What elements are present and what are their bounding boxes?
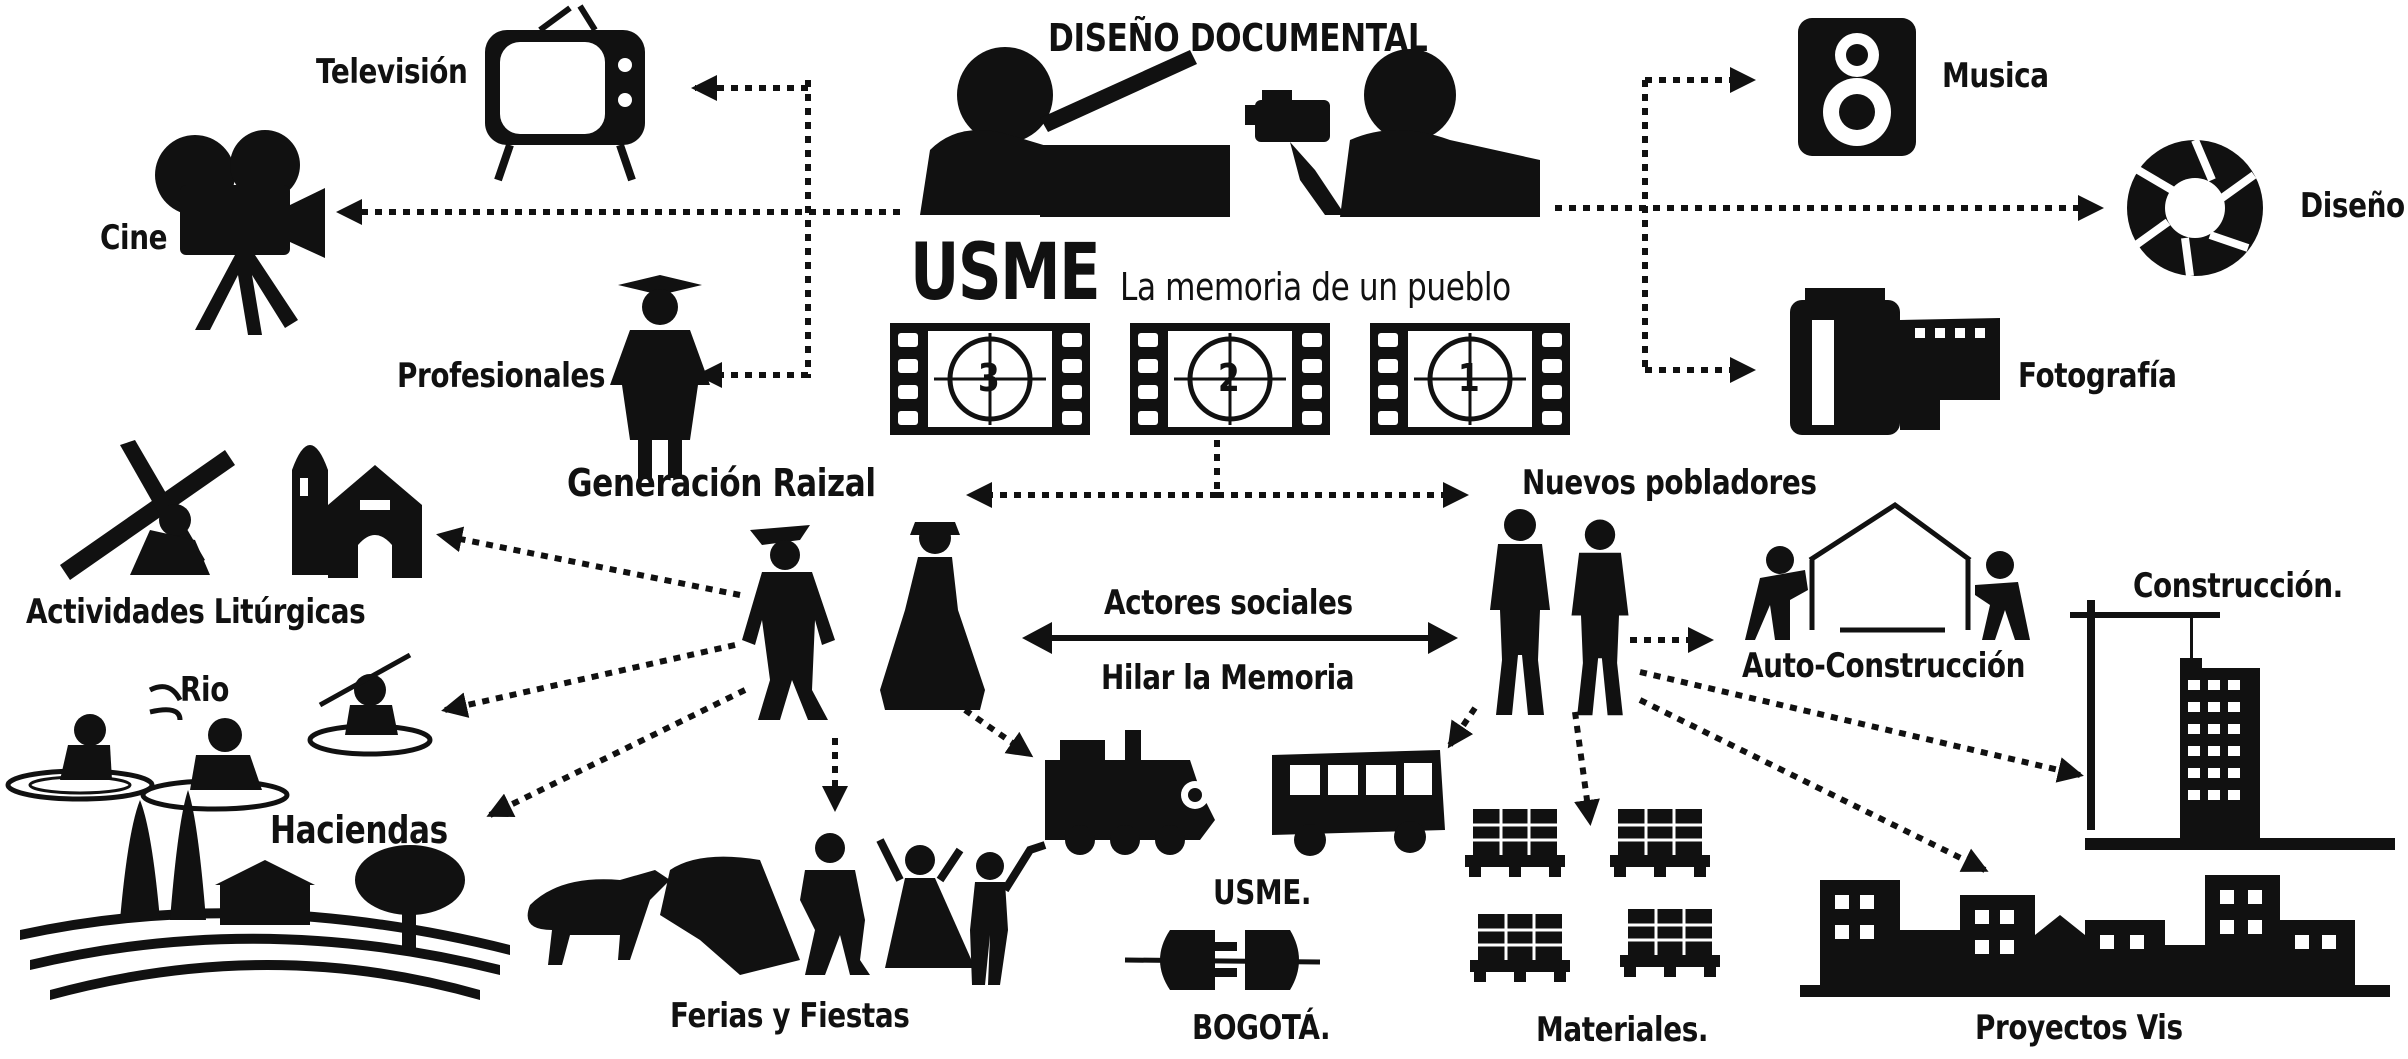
self-construction-icon — [1745, 501, 2030, 640]
label-ferias-fiestas: Ferias y Fiestas — [670, 996, 910, 1036]
label-fotografia: Fotografía — [2018, 356, 2177, 396]
housing-projects-skyline-icon — [1800, 875, 2390, 997]
label-rio: Rio — [180, 670, 229, 710]
aperture-design-icon — [2127, 138, 2263, 277]
church-icon — [292, 445, 422, 578]
camera-operator-icon — [1245, 49, 1540, 217]
label-usme-connection: USME. — [1213, 873, 1312, 913]
countdown-digit-3: 3 — [978, 356, 1000, 400]
label-bogota-connection: BOGOTÁ. — [1192, 1008, 1331, 1048]
label-auto-construccion: Auto-Construcción — [1742, 646, 2026, 686]
label-nuevos-pobladores: Nuevos pobladores — [1522, 463, 1817, 503]
label-generacion-raizal: Generación Raizal — [567, 461, 876, 505]
river-swimmers-icon — [5, 652, 433, 812]
title-diseno-documental: DISEÑO DOCUMENTAL — [1048, 16, 1428, 60]
director-clapper-icon — [920, 47, 1230, 217]
cross-bearer-icon — [60, 440, 235, 580]
label-construccion: Construcción. — [2133, 566, 2343, 606]
label-television: Televisión — [316, 52, 468, 92]
label-actividades-liturgicas: Actividades Litúrgicas — [26, 592, 366, 632]
countdown-digit-1: 1 — [1458, 356, 1480, 400]
construction-crane-icon — [2070, 600, 2395, 850]
materials-pallets-icon — [1463, 807, 1722, 984]
label-diseno: Diseño — [2300, 186, 2405, 226]
movie-camera-icon — [155, 130, 325, 335]
label-haciendas: Haciendas — [270, 808, 448, 852]
film-roll-icon — [1790, 288, 2000, 435]
label-materiales: Materiales. — [1536, 1010, 1709, 1050]
connector-lines — [336, 67, 2104, 873]
actors-double-arrow — [1022, 622, 1458, 654]
label-cine: Cine — [100, 218, 168, 258]
usme-title: USME — [910, 228, 1101, 318]
label-musica: Musica — [1942, 56, 2049, 96]
graduate-icon — [610, 275, 710, 478]
steam-train-icon — [1045, 730, 1215, 855]
dancers-icon — [876, 838, 1047, 985]
raizal-couple-icon — [742, 522, 985, 720]
label-proyectos-vis: Proyectos Vis — [1975, 1008, 2183, 1048]
television-icon — [485, 4, 645, 182]
label-actores-sociales: Actores sociales — [1104, 583, 1353, 623]
speaker-music-icon — [1798, 18, 1916, 156]
subtitle-memoria: La memoria de un pueblo — [1120, 265, 1511, 309]
plug-connection-icon — [1124, 930, 1321, 990]
bullfight-icon — [527, 833, 870, 975]
new-settlers-couple-icon — [1490, 509, 1629, 716]
hacienda-landscape-icon — [20, 790, 510, 1000]
bus-icon — [1272, 750, 1445, 856]
label-hilar-memoria: Hilar la Memoria — [1101, 658, 1355, 698]
label-profesionales: Profesionales — [397, 356, 606, 396]
countdown-digit-2: 2 — [1218, 356, 1240, 400]
